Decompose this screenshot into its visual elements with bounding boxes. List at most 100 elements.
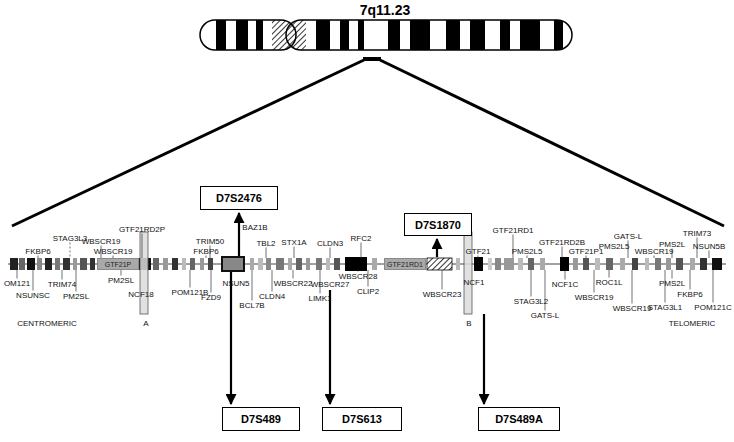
chromosome-band — [316, 20, 330, 50]
gene-label: GTF21P1 — [569, 247, 604, 256]
leader-line — [442, 270, 443, 290]
gene-block — [583, 258, 589, 270]
gene-block — [316, 258, 322, 270]
gene-block — [90, 258, 95, 270]
gene-label: WBSCR27 — [311, 280, 350, 289]
leader-lines — [17, 234, 713, 311]
leader-line — [293, 270, 294, 279]
gene-block — [606, 258, 613, 270]
gene-block — [208, 258, 213, 270]
gene-block — [250, 258, 254, 270]
gene-label: WBSCR19 — [613, 304, 652, 313]
gene-label: WBSCR22 — [274, 279, 313, 288]
gene-block — [676, 258, 683, 270]
leader-line — [272, 270, 273, 292]
gene-block — [474, 257, 483, 271]
gene-label: WBSCR19 — [575, 293, 614, 302]
gene-label: STAG3L2 — [514, 297, 549, 306]
gene-block — [645, 258, 649, 270]
marker-arrow — [230, 272, 232, 404]
gene-label: FKBP6 — [193, 247, 218, 256]
chromosome-body — [200, 20, 572, 50]
gene-block — [690, 258, 695, 270]
node-label: D7S613 — [342, 413, 382, 425]
node-label: GTF21RD1 — [387, 261, 423, 268]
gene-block — [200, 258, 204, 270]
leader-line — [330, 248, 331, 259]
gene-label: STX1A — [281, 238, 306, 247]
gene-label: TRIM73 — [683, 229, 711, 238]
gene-label: BCL7B — [239, 301, 264, 310]
gene-label: PM2SL — [108, 276, 134, 285]
gene-block — [488, 258, 492, 270]
gene-label: ROC1L — [596, 278, 623, 287]
gene-block — [19, 258, 25, 270]
chromosome-band — [388, 20, 400, 50]
leader-line — [713, 270, 714, 303]
gene-label: GTF21 — [466, 247, 491, 256]
gene-label: GTF21RD2P — [119, 225, 165, 234]
gene-label: WBSCR23 — [423, 290, 462, 299]
gene-block — [540, 258, 545, 270]
gene-block — [700, 258, 707, 270]
leader-line — [252, 270, 253, 301]
marker-arrow — [436, 239, 438, 257]
gene-label: NSUNSC — [16, 291, 50, 300]
chromosome-band — [470, 20, 485, 50]
gene-block — [306, 258, 310, 270]
gene-block — [182, 258, 186, 270]
zoom-line — [380, 60, 724, 226]
marker-box: D7S1870 — [404, 213, 472, 236]
gene-label: FKBP6 — [677, 290, 702, 299]
gene-label: GTF21RD2B — [539, 238, 585, 247]
gene-block — [63, 258, 70, 270]
gene-block — [153, 258, 159, 270]
centromere — [272, 20, 306, 50]
leader-line — [33, 270, 34, 291]
leader-line — [121, 270, 122, 276]
marker-box: D7S489A — [478, 407, 560, 431]
chromosome-band — [216, 20, 226, 50]
gene-block — [266, 258, 271, 270]
gene-block — [655, 258, 661, 270]
gene-block — [172, 258, 178, 270]
leader-line — [594, 270, 595, 293]
chromosome-band — [520, 20, 540, 50]
gene-label: NCF1C — [552, 280, 579, 289]
leader-line — [70, 243, 71, 259]
leader-line — [586, 256, 587, 259]
chromosome-band — [410, 20, 430, 50]
leader-line — [62, 270, 63, 280]
leader-line — [361, 243, 362, 259]
leader-line — [38, 256, 39, 259]
gene-label: CLDN4 — [259, 292, 285, 301]
chromosome-band — [554, 20, 563, 50]
chromosome-band — [446, 20, 460, 50]
gene-box: GTF21P — [97, 258, 139, 270]
leader-line — [294, 247, 295, 259]
gene-block — [296, 258, 302, 270]
gene-block — [258, 258, 263, 270]
gene-label: POM121C — [694, 303, 731, 312]
gene-block — [620, 258, 625, 270]
leader-line — [142, 234, 143, 259]
leader-line — [632, 270, 633, 304]
breakpoint-bar — [140, 232, 148, 314]
chromosome-band — [236, 20, 248, 50]
gene-block — [45, 258, 52, 270]
gene-label: GTF21RD1 — [493, 226, 534, 235]
leader-line — [206, 256, 207, 259]
chromosome-band — [358, 20, 364, 50]
leader-line — [654, 256, 655, 259]
gene-block — [632, 258, 638, 270]
gene-label: TRIM50 — [196, 237, 224, 246]
gene-block-hatched — [427, 258, 452, 270]
gene-box: GTF21RD1 — [384, 258, 426, 270]
gene-label: CLIP2 — [357, 287, 379, 296]
gene-block — [345, 257, 367, 271]
gene-block — [73, 258, 77, 270]
leader-line — [478, 256, 479, 259]
marker-box: D7S2476 — [200, 186, 278, 210]
gene-label: PMS2L5 — [599, 242, 630, 251]
